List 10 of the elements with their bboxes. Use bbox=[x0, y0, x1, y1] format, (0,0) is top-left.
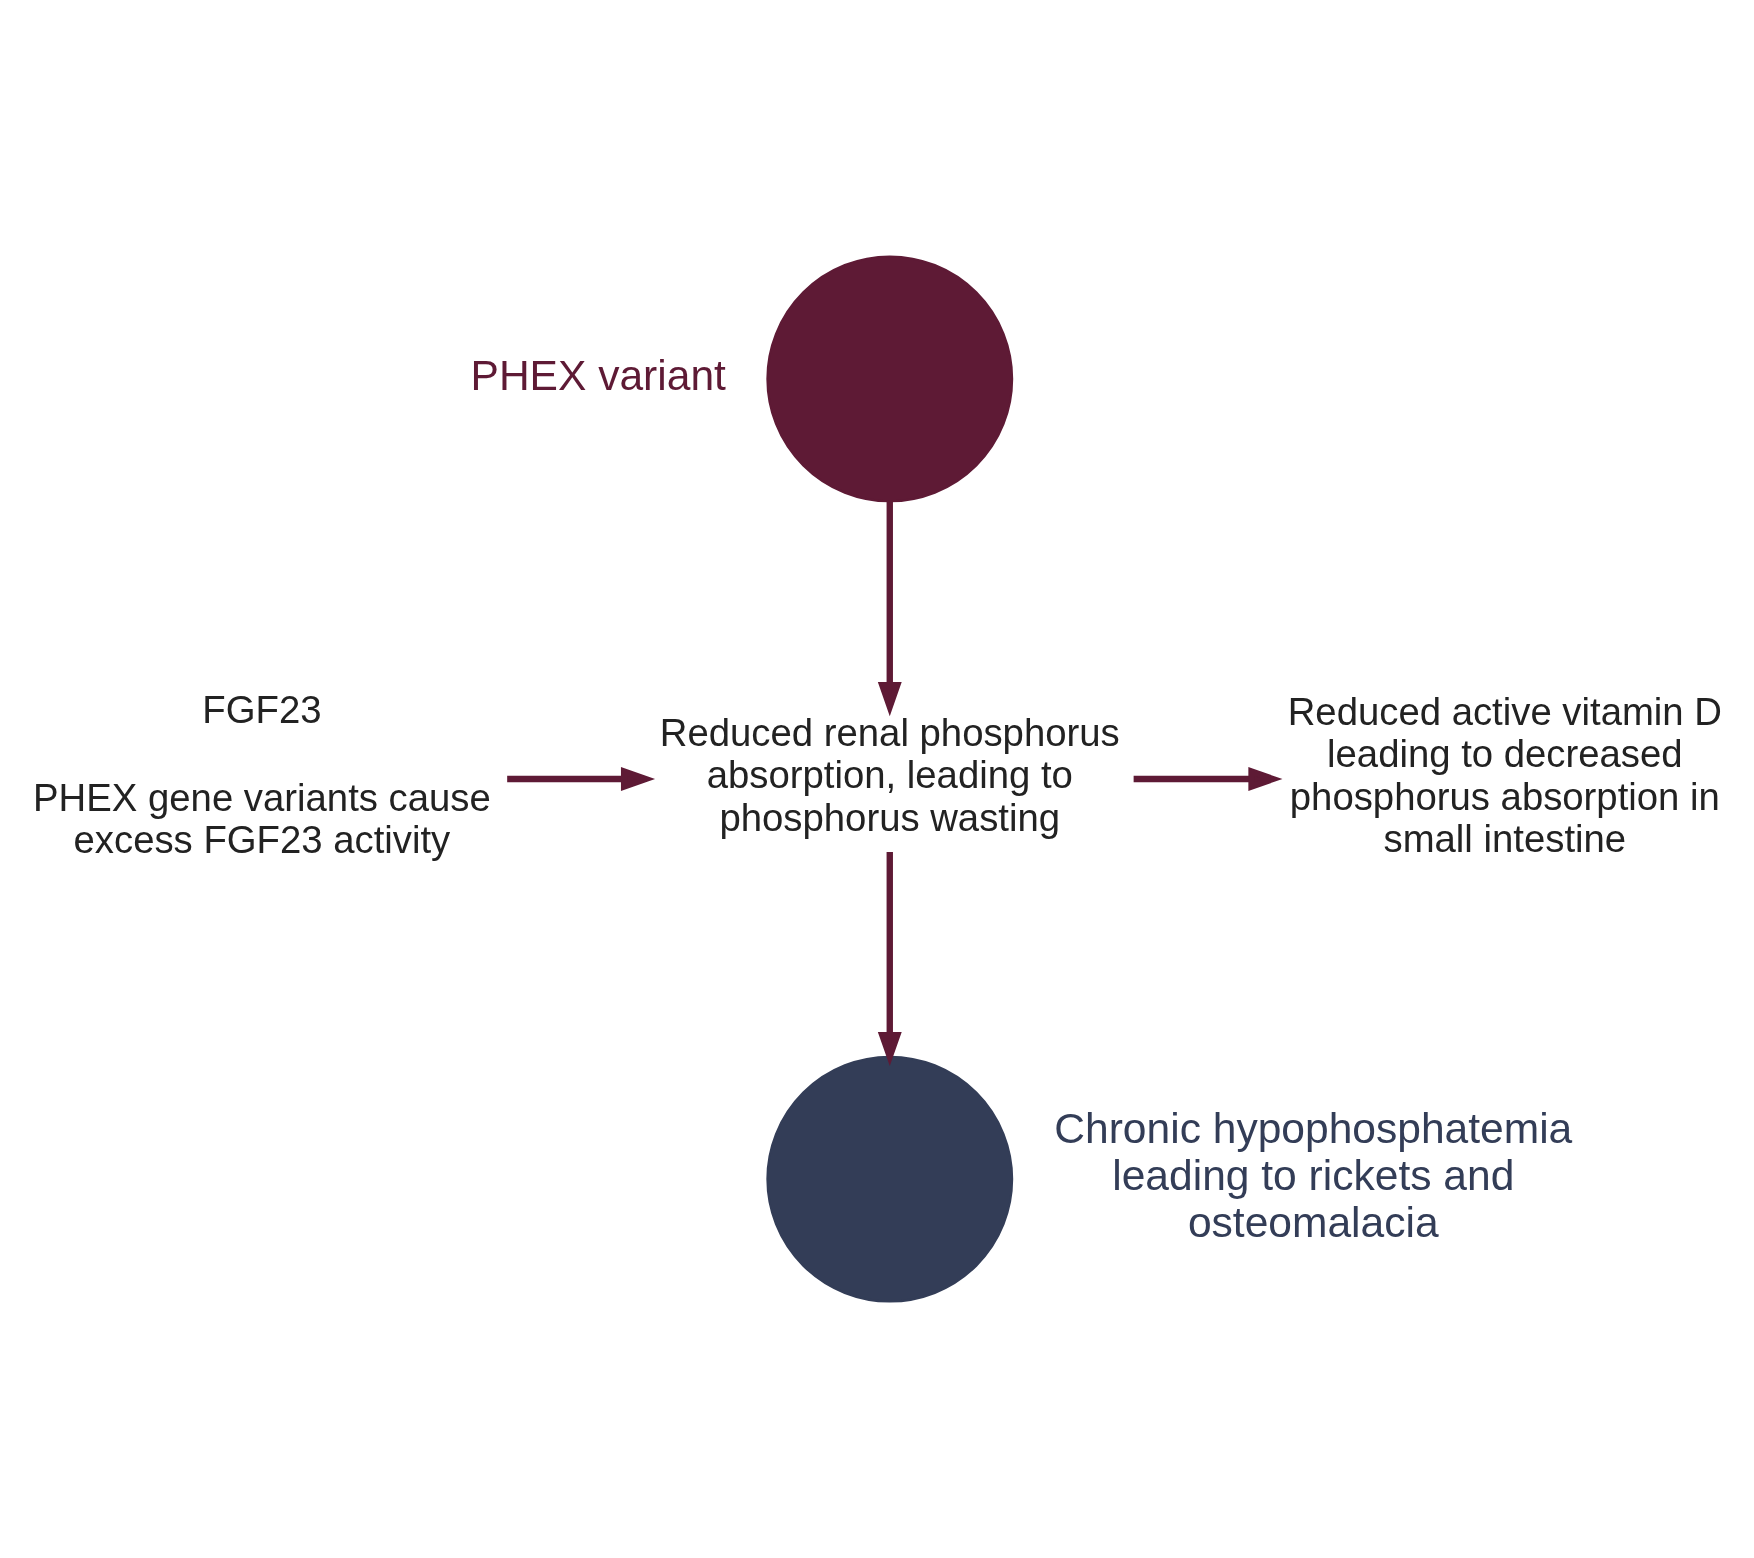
node-label: PHEX variant bbox=[470, 350, 726, 399]
arrow bbox=[877, 851, 902, 1066]
arrow bbox=[1133, 767, 1283, 791]
node-circle bbox=[766, 1055, 1014, 1303]
node-text: Reduced active vitamin D leading to decreased phosphorus absorption in small intestine bbox=[1287, 689, 1722, 861]
node-text: Reduced renal phosphorus absorption, leading to phosphorus wasting bbox=[659, 710, 1120, 839]
arrow bbox=[877, 501, 902, 717]
node-circle bbox=[766, 255, 1014, 503]
node-label: Chronic hypophosphatemia leading to rickets and osteomalacia bbox=[1054, 1103, 1573, 1246]
node-text: FGF23 PHEX gene variants cause excess FGF23 activity bbox=[33, 688, 491, 862]
